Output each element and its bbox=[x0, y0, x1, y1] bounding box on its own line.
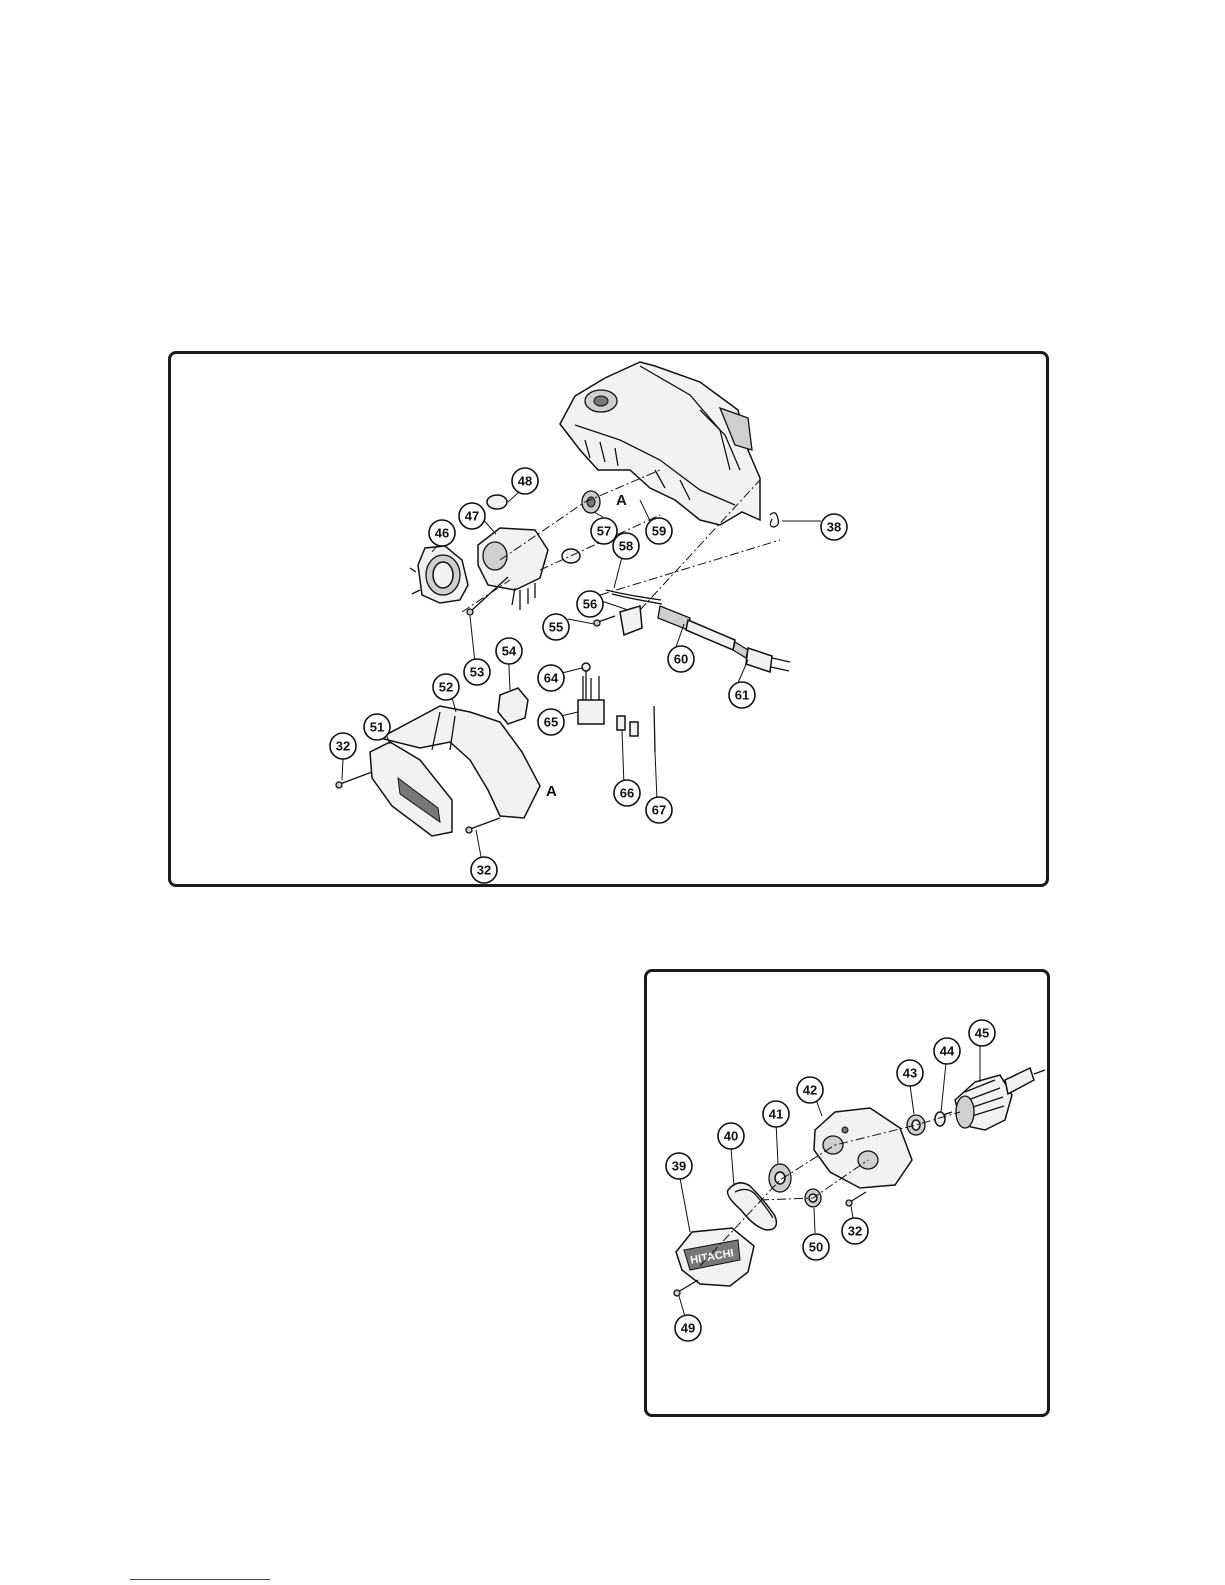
callout-50: 50 bbox=[803, 1234, 829, 1260]
svg-text:61: 61 bbox=[735, 688, 749, 703]
svg-text:67: 67 bbox=[652, 803, 666, 818]
svg-text:66: 66 bbox=[620, 786, 634, 801]
svg-text:51: 51 bbox=[370, 720, 384, 735]
callout-55: 55 bbox=[543, 614, 569, 640]
callout-32-bottom: 32 bbox=[471, 857, 497, 883]
callout-46: 46 bbox=[429, 520, 455, 546]
callout-60: 60 bbox=[668, 646, 694, 672]
part-51-handle-cover bbox=[370, 742, 452, 836]
part-58-wire bbox=[606, 590, 662, 604]
callout-57: 57 bbox=[591, 518, 617, 544]
part-61-plug bbox=[746, 648, 790, 672]
callout-56: 56 bbox=[577, 591, 603, 617]
callout-53: 53 bbox=[464, 659, 490, 685]
svg-text:32: 32 bbox=[336, 739, 350, 754]
callout-67: 67 bbox=[646, 797, 672, 823]
part-67-lead-wire bbox=[654, 706, 655, 752]
svg-text:32: 32 bbox=[477, 863, 491, 878]
footer-rule bbox=[130, 1579, 270, 1580]
svg-text:32: 32 bbox=[848, 1224, 862, 1239]
part-44-washer bbox=[935, 1112, 945, 1126]
callout-49: 49 bbox=[675, 1315, 701, 1341]
svg-text:48: 48 bbox=[518, 474, 532, 489]
callout-42: 42 bbox=[797, 1077, 823, 1103]
part-40-belt bbox=[728, 1183, 777, 1230]
part-39-belt-cover: HITACHI bbox=[676, 1228, 754, 1286]
part-43-bearing bbox=[907, 1115, 925, 1135]
callout-61: 61 bbox=[729, 682, 755, 708]
callout-39: 39 bbox=[666, 1153, 692, 1179]
part-65-capacitor bbox=[578, 676, 604, 724]
part-66-connectors bbox=[617, 716, 638, 736]
part-42-gear-housing bbox=[814, 1108, 912, 1188]
callout-40: 40 bbox=[718, 1123, 744, 1149]
part-38-wire-clip bbox=[770, 513, 779, 527]
svg-text:52: 52 bbox=[439, 680, 453, 695]
svg-text:57: 57 bbox=[597, 524, 611, 539]
svg-text:41: 41 bbox=[769, 1107, 783, 1122]
reference-mark-a-top: A bbox=[616, 492, 627, 509]
callout-41: 41 bbox=[763, 1101, 789, 1127]
reference-mark-a-bottom: A bbox=[546, 783, 557, 800]
svg-text:55: 55 bbox=[549, 620, 563, 635]
svg-text:40: 40 bbox=[724, 1129, 738, 1144]
callout-52: 52 bbox=[433, 674, 459, 700]
callout-45: 45 bbox=[969, 1020, 995, 1046]
callout-43: 43 bbox=[897, 1060, 923, 1086]
svg-text:42: 42 bbox=[803, 1083, 817, 1098]
callout-59: 59 bbox=[646, 518, 672, 544]
callout-66: 66 bbox=[614, 780, 640, 806]
svg-text:60: 60 bbox=[674, 652, 688, 667]
svg-text:50: 50 bbox=[809, 1240, 823, 1255]
part-49-screw bbox=[674, 1280, 698, 1296]
svg-text:65: 65 bbox=[544, 715, 558, 730]
callout-54: 54 bbox=[496, 638, 522, 664]
callout-58: 58 bbox=[613, 533, 639, 559]
svg-text:45: 45 bbox=[975, 1026, 989, 1041]
part-46-end-cover bbox=[410, 546, 468, 603]
callout-48: 48 bbox=[512, 468, 538, 494]
callout-32-gear: 32 bbox=[842, 1218, 868, 1244]
svg-text:39: 39 bbox=[672, 1159, 686, 1174]
callout-47: 47 bbox=[459, 503, 485, 529]
svg-text:59: 59 bbox=[652, 524, 666, 539]
svg-text:64: 64 bbox=[544, 671, 559, 686]
svg-text:43: 43 bbox=[903, 1066, 917, 1081]
svg-text:46: 46 bbox=[435, 526, 449, 541]
svg-text:54: 54 bbox=[502, 644, 517, 659]
part-55-screw bbox=[594, 616, 615, 626]
svg-text:58: 58 bbox=[619, 539, 633, 554]
svg-text:49: 49 bbox=[681, 1321, 695, 1336]
callout-38: 38 bbox=[821, 514, 847, 540]
part-32-screw-gear bbox=[846, 1192, 866, 1206]
svg-text:56: 56 bbox=[583, 597, 597, 612]
callout-64: 64 bbox=[538, 665, 564, 691]
part-47-brush-holder bbox=[478, 528, 548, 610]
part-32-screw-bottom bbox=[466, 818, 500, 833]
callout-32-left: 32 bbox=[330, 733, 356, 759]
svg-text:44: 44 bbox=[940, 1044, 955, 1059]
callout-65: 65 bbox=[538, 709, 564, 735]
svg-text:38: 38 bbox=[827, 520, 841, 535]
part-56-cord-clip bbox=[620, 606, 642, 635]
callout-51: 51 bbox=[364, 714, 390, 740]
part-32-screw-left bbox=[336, 772, 372, 788]
callout-44: 44 bbox=[934, 1038, 960, 1064]
part-54-switch bbox=[498, 688, 528, 724]
svg-text:53: 53 bbox=[470, 665, 484, 680]
svg-text:47: 47 bbox=[465, 509, 479, 524]
part-45-armature bbox=[940, 1068, 1045, 1130]
